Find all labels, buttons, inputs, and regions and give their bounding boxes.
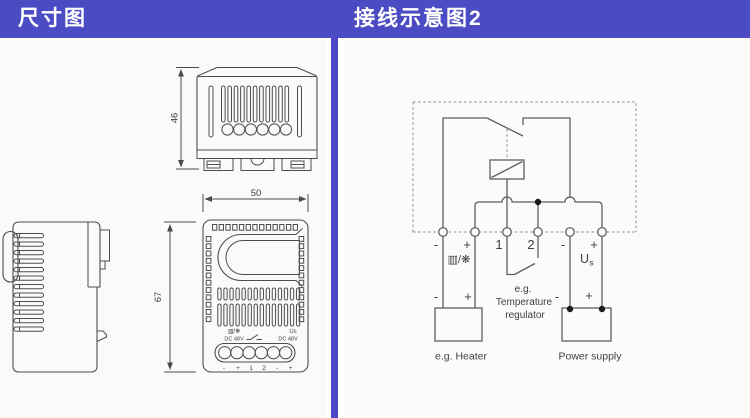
front-left-voltage: DC 48V xyxy=(224,337,244,343)
header-bar: 尺寸图 接线示意图2 xyxy=(0,0,750,38)
relay-contact xyxy=(442,117,571,228)
svg-text:+: + xyxy=(590,237,598,252)
terminal-circles xyxy=(438,227,607,237)
supply-voltage-subscript: s xyxy=(589,258,593,268)
left-panel-title: 尺寸图 xyxy=(18,7,87,30)
svg-text:+: + xyxy=(289,365,293,372)
svg-text:1: 1 xyxy=(495,237,502,252)
dim-46-label: 46 xyxy=(170,113,181,124)
dimension-46: 46 xyxy=(170,67,199,170)
svg-text:regulator: regulator xyxy=(505,310,545,321)
front-terminal-labels: - + 1 2 - + xyxy=(223,365,293,372)
front-view-drawing: ▥/❋ DC 48V Us DC 48V - + 1 2 - + xyxy=(202,219,309,373)
svg-text:-: - xyxy=(276,365,278,372)
svg-text:e.g.: e.g. xyxy=(515,284,532,295)
junction-dot xyxy=(534,198,542,206)
dimension-50: 50 xyxy=(202,188,309,212)
svg-text:+: + xyxy=(585,288,593,303)
svg-text:2: 2 xyxy=(527,237,534,252)
branch-polarity-labels: - + - + xyxy=(434,288,593,304)
supply-voltage-symbol: U xyxy=(580,252,589,266)
wiring-panel xyxy=(344,38,750,418)
external-wiring xyxy=(442,236,603,308)
heater-caption: e.g. Heater xyxy=(435,351,487,363)
relay-coil xyxy=(489,159,525,228)
front-right-voltage: DC 48V xyxy=(278,337,298,343)
svg-text:-: - xyxy=(555,289,559,304)
front-left-symbol: ▥/❋ xyxy=(228,328,240,335)
right-panel-title: 接线示意图2 xyxy=(354,7,483,30)
front-us-symbol: Us xyxy=(289,329,296,335)
dimension-drawing: 46 50 67 xyxy=(2,66,318,373)
top-view-drawing xyxy=(196,66,318,171)
svg-text:2: 2 xyxy=(262,365,266,372)
side-view-drawing xyxy=(2,221,110,373)
svg-text:-: - xyxy=(223,365,225,372)
svg-text:Temperature: Temperature xyxy=(496,297,553,308)
svg-text:+: + xyxy=(236,365,240,372)
power-supply-box xyxy=(561,305,612,342)
svg-text:-: - xyxy=(434,237,438,252)
regulator-caption: e.g. Temperature regulator xyxy=(496,284,553,321)
dim-50-label: 50 xyxy=(251,188,262,199)
svg-text:1: 1 xyxy=(249,365,253,372)
heater-box xyxy=(434,307,483,342)
svg-text:+: + xyxy=(463,237,471,252)
dim-67-label: 67 xyxy=(153,292,164,303)
power-supply-caption: Power supply xyxy=(558,351,622,363)
svg-text:-: - xyxy=(434,289,438,304)
internal-bus xyxy=(474,196,603,228)
panel-divider xyxy=(331,38,338,418)
load-symbol: ▥/❋ xyxy=(448,254,471,266)
svg-text:-: - xyxy=(561,237,565,252)
terminal-labels: - + 1 2 - + xyxy=(434,237,598,252)
wiring-diagram: - + 1 2 - + ▥/❋ U s - + - + e.g. Tempera… xyxy=(412,101,637,363)
svg-text:+: + xyxy=(464,289,472,304)
dimension-panel xyxy=(0,38,326,418)
dimension-67: 67 xyxy=(153,221,196,373)
